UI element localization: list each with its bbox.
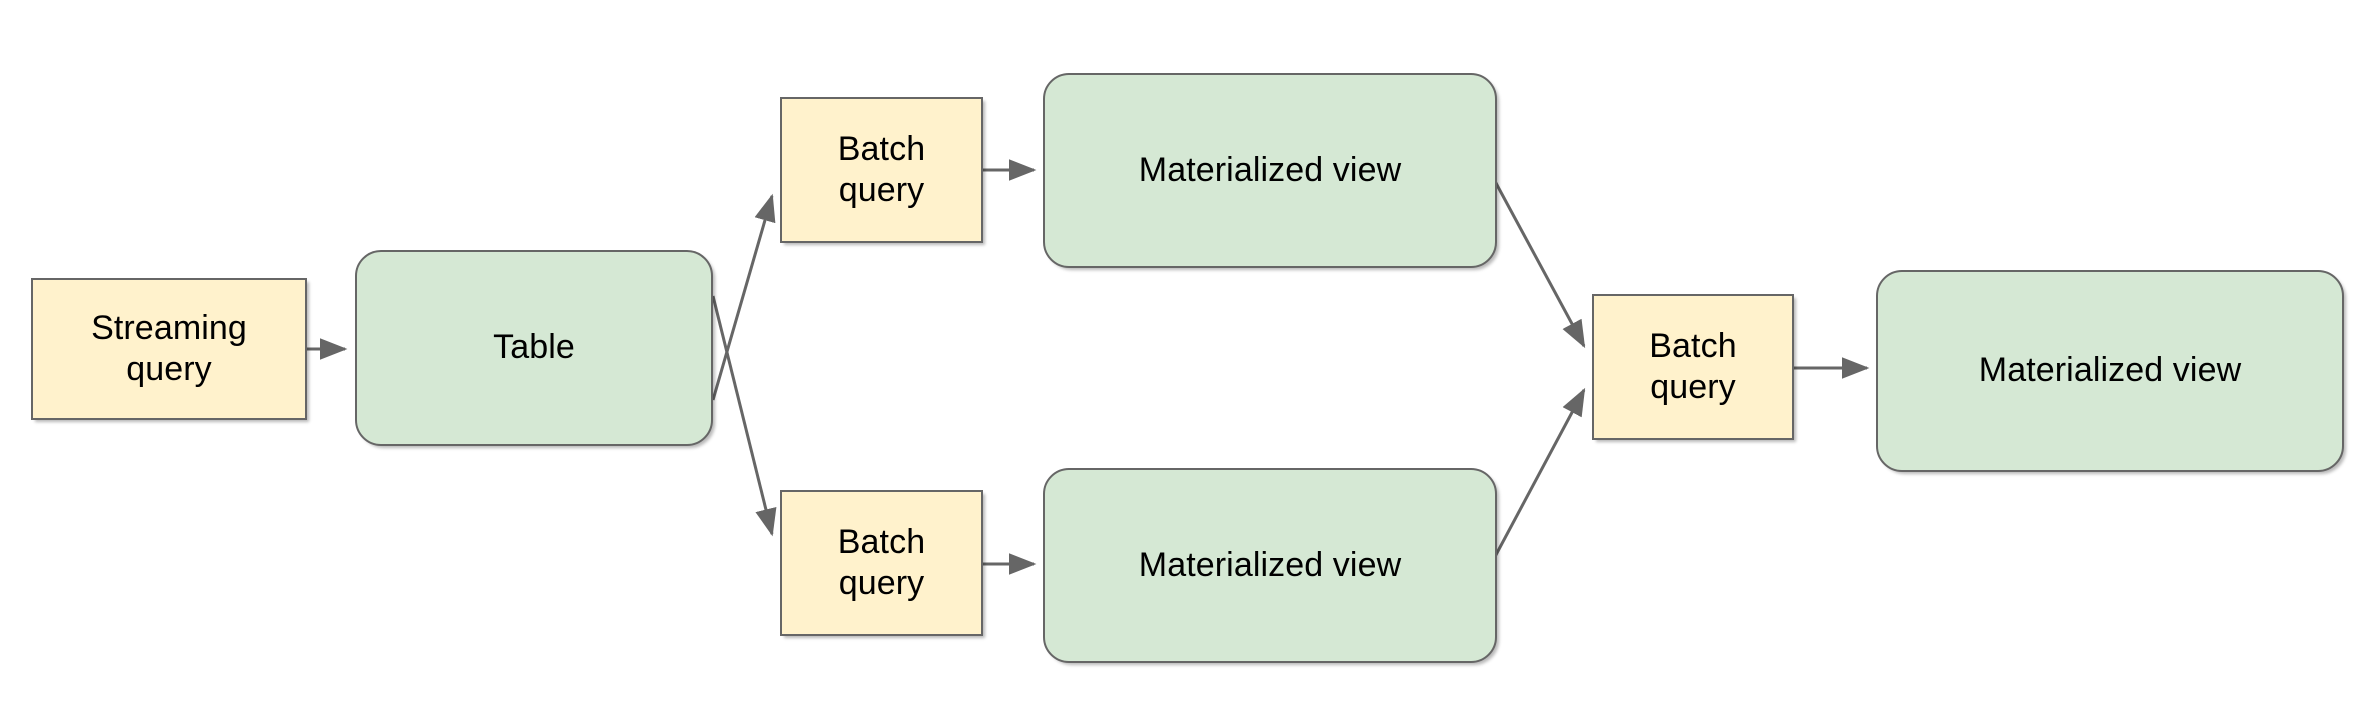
node-label: Materialized view xyxy=(1978,351,2242,390)
node-materialized-view-top[interactable]: Materialized view xyxy=(1043,73,1497,268)
node-label: Materialized view xyxy=(1138,150,1402,189)
node-table[interactable]: Table xyxy=(355,250,713,446)
node-batch-query-join[interactable]: Batch query xyxy=(1592,294,1794,440)
edge-mv-top-to-batch-join xyxy=(1488,171,1586,349)
node-materialized-view-final[interactable]: Materialized view xyxy=(1876,270,2344,472)
node-streaming-query[interactable]: Streaming query xyxy=(31,278,307,420)
node-batch-query-bottom[interactable]: Batch query xyxy=(780,490,983,636)
edge-table-to-batch-bottom xyxy=(711,295,777,537)
edge-table-to-batch-top xyxy=(711,193,776,401)
node-label: Materialized view xyxy=(1138,545,1402,584)
node-label: Streaming query xyxy=(91,308,247,388)
edge-mv-bottom-to-batch-join xyxy=(1488,387,1586,567)
node-batch-query-top[interactable]: Batch query xyxy=(780,97,983,243)
node-label: Table xyxy=(493,328,575,367)
node-materialized-view-bottom[interactable]: Materialized view xyxy=(1043,468,1497,663)
node-label: Batch query xyxy=(837,522,926,602)
node-label: Batch query xyxy=(837,129,926,209)
node-label: Batch query xyxy=(1649,326,1737,406)
